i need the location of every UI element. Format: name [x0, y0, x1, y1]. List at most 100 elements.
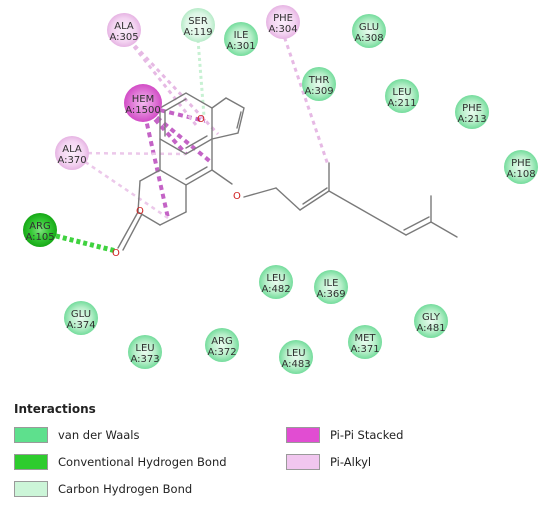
residue-name: PHE [462, 103, 482, 114]
chbond-line-ser119 [196, 39, 206, 117]
residue-disc [55, 136, 89, 170]
oxygen-atom-furan: O [197, 114, 205, 125]
residue-disc [314, 270, 348, 304]
oxygen-atom-ring: O [136, 206, 144, 217]
residue-disc [205, 328, 239, 362]
legend-label-pialkyl: Pi-Alkyl [330, 455, 372, 469]
residue-id: A:482 [261, 284, 290, 295]
residue-disc [385, 79, 419, 113]
residue-name: ALA [62, 144, 82, 155]
pipi-line-hem-b [141, 104, 214, 165]
residue-id: A:119 [183, 27, 212, 38]
residue-name: PHE [511, 158, 531, 169]
residue-disc [279, 340, 313, 374]
legend-swatch-chbond [14, 481, 48, 497]
legend-swatch-hbond [14, 454, 48, 470]
pialkyl-line-ala305-a [122, 33, 198, 126]
residue-id: A:305 [109, 32, 138, 43]
residue-name: LEU [392, 87, 411, 98]
residue-id: A:374 [66, 320, 95, 331]
legend-label-pipi: Pi-Pi Stacked [330, 428, 404, 442]
residue-disc [302, 67, 336, 101]
residue-disc [107, 13, 141, 47]
residue-name: ARG [211, 336, 233, 347]
residue-name: LEU [135, 343, 154, 354]
residue-disc [64, 301, 98, 335]
oxygen-atom-carbonyl: O [112, 248, 120, 259]
residue-id: A:105 [25, 232, 54, 243]
residue-disc [259, 265, 293, 299]
residue-disc [352, 14, 386, 48]
ligand-structure [117, 92, 458, 251]
residue-name: THR [308, 75, 330, 86]
residue-name: ALA [114, 21, 134, 32]
residue-id: A:370 [57, 155, 86, 166]
interaction-lines [55, 29, 330, 254]
residue-disc [224, 22, 258, 56]
residue-disc [414, 304, 448, 338]
residue-id: A:372 [207, 347, 236, 358]
legend-title: Interactions [14, 402, 96, 416]
oxygen-atom-ether: O [233, 191, 241, 202]
residue-disc [455, 95, 489, 129]
residue-name: SER [188, 16, 208, 27]
residue-id: A:304 [268, 24, 297, 35]
residue-disc [348, 325, 382, 359]
legend-swatch-vdw [14, 427, 48, 443]
residue-disc [23, 213, 57, 247]
pialkyl-line-ala370-a [71, 151, 169, 220]
legend-swatch-pialkyl [286, 454, 320, 470]
pialkyl-line-ala305-b [122, 32, 220, 136]
residue-id: A:211 [387, 98, 416, 109]
residue-id: A:483 [281, 359, 310, 370]
residue-disc [504, 150, 538, 184]
residue-id: A:309 [304, 86, 333, 97]
legend-label-chbond: Carbon Hydrogen Bond [58, 482, 193, 496]
residue-id: A:369 [316, 289, 345, 300]
residue-id: A:108 [506, 169, 535, 180]
residue-id: A:1500 [125, 105, 160, 116]
legend-label-hbond: Conventional Hydrogen Bond [58, 455, 227, 469]
residue-id: A:481 [416, 323, 445, 334]
residue-name: GLU [359, 22, 379, 33]
residue-id: A:301 [226, 41, 255, 52]
residue-disc [128, 335, 162, 369]
pipi-line-hem-d [141, 105, 170, 219]
residue-disc [266, 5, 300, 39]
residue-name: PHE [273, 13, 293, 24]
residue-name: LEU [266, 273, 285, 284]
pialkyl-line-ala370-b [71, 151, 187, 156]
legend-swatch-pipi [286, 427, 320, 443]
residue-id: A:213 [457, 114, 486, 125]
residue-disc [181, 8, 215, 42]
residue-id: A:373 [130, 354, 159, 365]
residue-id: A:371 [350, 344, 379, 355]
legend-label-vdw: van der Waals [58, 428, 140, 442]
residue-name: GLU [71, 309, 91, 320]
residue-name: ILE [324, 278, 339, 289]
residue-id: A:308 [354, 33, 383, 44]
ligand-atoms: O O O O [112, 114, 241, 259]
residue-name: ILE [234, 30, 249, 41]
residue-name: LEU [286, 348, 305, 359]
